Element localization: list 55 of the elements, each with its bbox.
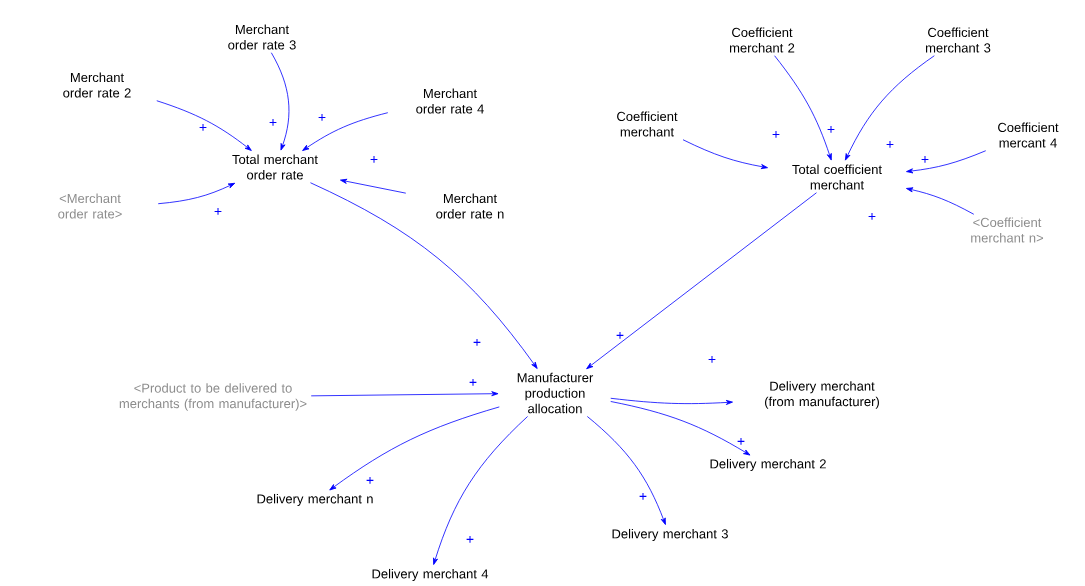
variable-label: <Coefficient merchant n> <box>971 217 1044 243</box>
polarity-sign: + <box>318 113 326 121</box>
arrow <box>586 192 817 370</box>
arrow <box>157 182 236 205</box>
polarity-sign: + <box>827 125 835 133</box>
arrow <box>682 139 768 170</box>
polarity-sign: + <box>370 155 378 163</box>
arrow <box>610 397 733 405</box>
variable-label: Merchant order rate n <box>436 193 504 219</box>
polarity-sign: + <box>639 492 647 500</box>
polarity-sign: + <box>616 331 624 339</box>
polarity-sign: + <box>772 130 780 138</box>
arrow <box>340 178 407 194</box>
variable-label: Delivery merchant 3 <box>612 528 728 542</box>
variable-label: Delivery merchant n <box>257 493 373 507</box>
variable-label: Delivery merchant 2 <box>710 458 826 472</box>
arrow <box>844 55 935 161</box>
polarity-sign: + <box>199 123 207 131</box>
variable-label: Coefficient merchant 2 <box>730 27 795 53</box>
arrow <box>610 401 751 456</box>
variable-label: Merchant order rate 4 <box>416 88 484 114</box>
variable-label: Total merchant order rate <box>232 154 318 180</box>
variable-label: <Merchant order rate> <box>58 193 122 219</box>
polarity-sign: + <box>269 118 277 126</box>
polarity-sign: + <box>737 437 745 445</box>
polarity-sign: + <box>214 207 222 215</box>
variable-label: Merchant order rate 3 <box>228 24 296 50</box>
variable-label: Merchant order rate 2 <box>63 72 131 98</box>
arrow <box>774 55 832 161</box>
arrow <box>270 52 290 151</box>
polarity-sign: + <box>868 212 876 220</box>
arrow <box>310 391 499 397</box>
polarity-sign: + <box>366 476 374 484</box>
variable-label: Coefficient mercant 4 <box>998 122 1059 148</box>
polarity-sign: + <box>921 155 929 163</box>
variable-label: Coefficient merchant 3 <box>926 27 991 53</box>
variable-label: Delivery merchant (from manufacturer) <box>765 381 879 409</box>
polarity-sign: + <box>473 338 481 346</box>
arrow <box>586 416 666 525</box>
arrow <box>433 416 528 565</box>
polarity-sign: + <box>466 535 474 543</box>
variable-label: <Product to be delivered to merchants (from manufacturer)> <box>119 383 307 411</box>
arrow <box>302 112 389 151</box>
variable-label: Manufacturer production allocation <box>517 372 594 414</box>
variable-label: Coefficient merchant <box>617 111 678 137</box>
variable-label: Delivery merchant 4 <box>372 568 489 582</box>
arrow <box>310 182 538 369</box>
arrow <box>329 406 500 491</box>
arrow <box>906 150 987 174</box>
polarity-sign: + <box>708 355 716 363</box>
variable-label: Total coefficient merchant <box>792 164 882 190</box>
polarity-sign: + <box>469 378 477 386</box>
polarity-sign: + <box>886 140 894 148</box>
arrow <box>906 187 975 215</box>
arrow <box>156 100 252 151</box>
